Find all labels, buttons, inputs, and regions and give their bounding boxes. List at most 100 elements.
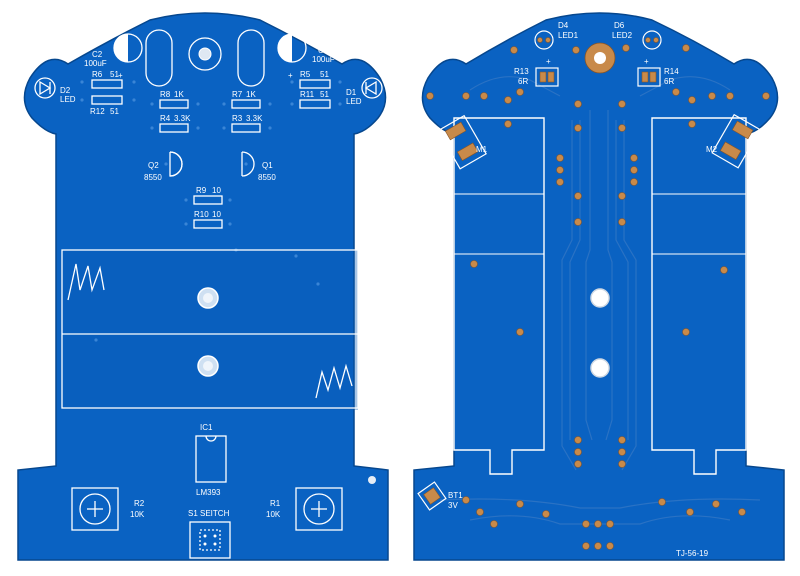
back-battery-pad-right (651, 117, 747, 475)
battery-spring-right (315, 363, 353, 399)
q1-transistor: Q1 8550 (241, 151, 276, 182)
d4-led1: D4 LED1 (534, 21, 579, 50)
c1-value: 100uF (312, 55, 335, 64)
r12-resistor: R12 51 (90, 95, 123, 116)
d6-led2: D6 LED2 (612, 21, 662, 50)
bt1-ref: BT1 (448, 491, 463, 500)
front-board-outline (17, 12, 389, 561)
c1-capacitor: C1 100uF + (277, 33, 335, 80)
r6-resistor: R6 51 (91, 70, 123, 89)
r7-value: 1K (246, 90, 256, 99)
back-pads (426, 44, 770, 550)
r1-ref: R1 (270, 499, 281, 508)
r5-value: 51 (320, 70, 329, 79)
front-board: C2 100uF + C1 100uF + D2 LED (17, 12, 389, 561)
front-top-mounting-hole (188, 37, 222, 71)
r10-resistor: R10 10 (193, 210, 223, 229)
d2-led: D2 LED (34, 77, 76, 104)
c2-capacitor: C2 100uF + (84, 33, 143, 80)
front-center-hole-upper (197, 287, 219, 309)
r5-ref: R5 (300, 70, 311, 79)
r3-resistor: R3 3.3K (231, 114, 263, 133)
d4-value: LED1 (558, 31, 579, 40)
q2-value: 8550 (144, 173, 162, 182)
r14-value: 6R (664, 77, 674, 86)
back-center-hole-lower (590, 358, 610, 378)
r1-value: 10K (266, 510, 281, 519)
back-battery-pad-left (453, 117, 545, 475)
r4-value: 3.3K (174, 114, 191, 123)
q2-ref: Q2 (148, 161, 159, 170)
r4-ref: R4 (160, 114, 171, 123)
r9-resistor: R9 10 (193, 186, 223, 205)
ic1-value: LM393 (196, 488, 221, 497)
r13-ref: R13 (514, 67, 529, 76)
r10-ref: R10 (194, 210, 209, 219)
r7-ref: R7 (232, 90, 243, 99)
c2-ref: C2 (92, 50, 103, 59)
d2-value: LED (60, 95, 76, 104)
bt1-value: 3V (448, 501, 458, 510)
d6-ref: D6 (614, 21, 625, 30)
front-vias (80, 80, 342, 342)
d2-ref: D2 (60, 86, 71, 95)
r3-ref: R3 (232, 114, 243, 123)
back-board-outline (413, 12, 785, 561)
m1-motor: M1 (437, 114, 488, 170)
r2-value: 10K (130, 510, 145, 519)
q1-value: 8550 (258, 173, 276, 182)
r7-resistor: R7 1K (231, 90, 261, 109)
r9-value: 10 (212, 186, 221, 195)
r9-ref: R9 (196, 186, 207, 195)
r8-ref: R8 (160, 90, 171, 99)
m2-motor: M2 (706, 113, 761, 169)
c2-value: 100uF (84, 59, 107, 68)
r5-resistor: R5 51 (299, 70, 331, 89)
r11-ref: R11 (300, 90, 315, 99)
r2-potentiometer: R2 10K (71, 487, 145, 531)
c1-ref: C1 (318, 46, 329, 55)
oval-footprint-left (145, 29, 173, 87)
r11-resistor: R11 51 (299, 90, 331, 109)
r8-value: 1K (174, 90, 184, 99)
back-traces (439, 76, 761, 525)
r14-resistor: + R14 6R (637, 57, 679, 87)
c1-polarity: + (288, 71, 293, 80)
d6-value: LED2 (612, 31, 633, 40)
s1-switch: S1 SEITCH (188, 509, 231, 559)
r13-value: 6R (518, 77, 528, 86)
board-code: TJ-56-19 (676, 549, 709, 558)
q2-transistor: Q2 8550 (144, 151, 183, 182)
bt1-battery: BT1 3V (417, 481, 463, 511)
m1-ref: M1 (476, 145, 488, 154)
back-top-mounting-hole (584, 42, 616, 74)
d1-led: D1 LED (346, 77, 383, 106)
r3-value: 3.3K (246, 114, 263, 123)
r4-resistor: R4 3.3K (159, 114, 191, 133)
r14-ref: R14 (664, 67, 679, 76)
r8-resistor: R8 1K (159, 90, 189, 109)
d1-ref: D1 (346, 88, 357, 97)
r1-potentiometer: R1 10K (266, 487, 343, 531)
r11-value: 51 (320, 90, 329, 99)
r12-value: 51 (110, 107, 119, 116)
r6-value: 51 (110, 70, 119, 79)
back-center-hole-upper (590, 288, 610, 308)
q1-ref: Q1 (262, 161, 273, 170)
r10-value: 10 (212, 210, 221, 219)
r12-ref: R12 (90, 107, 105, 116)
r14-plus: + (644, 57, 649, 66)
battery-holder-outline (61, 249, 359, 409)
battery-spring-left (67, 263, 105, 301)
r2-ref: R2 (134, 499, 145, 508)
front-corner-hole (368, 476, 376, 484)
oval-footprint-right (237, 29, 265, 87)
d1-value: LED (346, 97, 362, 106)
c2-polarity: + (118, 71, 123, 80)
front-center-hole-lower (197, 355, 219, 377)
r13-resistor: + R13 6R (514, 57, 559, 87)
m2-ref: M2 (706, 145, 718, 154)
s1-label: S1 SEITCH (188, 509, 230, 518)
r6-ref: R6 (92, 70, 103, 79)
